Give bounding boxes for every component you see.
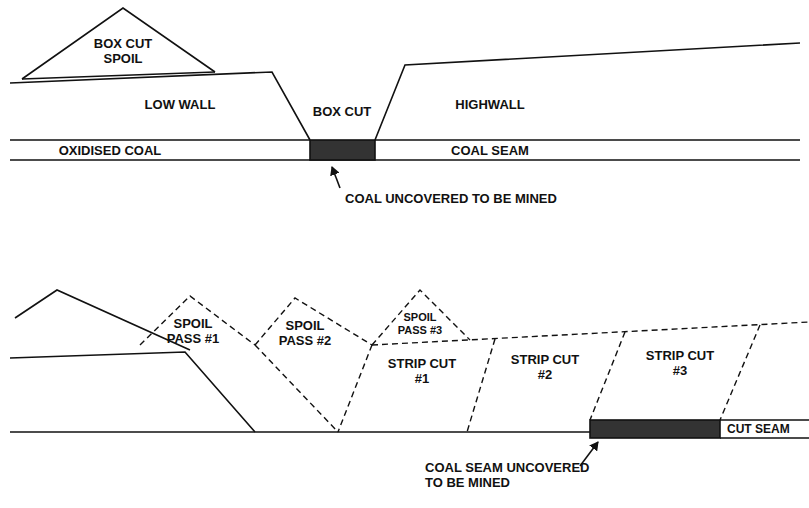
strip-boundary (720, 325, 760, 420)
leader-arrow (332, 167, 340, 188)
pit-floor (10, 431, 590, 433)
strip-boundary (467, 339, 495, 432)
spoil-pass-outline (140, 296, 255, 345)
region-label: COAL SEAM (451, 143, 529, 158)
coal-uncovered (590, 420, 720, 438)
low-wall (10, 352, 255, 432)
spoil-pile (22, 8, 215, 79)
region-label: STRIP CUT #1 (384, 356, 460, 386)
low-wall (10, 72, 310, 140)
region-label: BOX CUT (313, 104, 372, 119)
spoil-pile (15, 290, 190, 350)
strip-boundary (590, 332, 625, 420)
region-label: CUT SEAM (727, 422, 790, 436)
strip-boundary (338, 345, 372, 432)
coal-uncovered (310, 140, 375, 160)
highwall (375, 43, 800, 140)
seam-top (10, 139, 800, 141)
seam-bottom (10, 159, 800, 161)
region-label: SPOIL PASS #3 (396, 311, 444, 337)
region-label: STRIP CUT #2 (507, 352, 583, 382)
region-label: STRIP CUT #3 (642, 348, 718, 378)
region-label: LOW WALL (145, 97, 216, 112)
region-label: OXIDISED COAL (59, 143, 162, 158)
region-label: COAL SEAM UNCOVERED TO BE MINED (425, 460, 590, 490)
seam-lines (720, 420, 809, 438)
spoil-pass-outline (255, 345, 338, 432)
region-label: COAL UNCOVERED TO BE MINED (345, 191, 557, 206)
region-label: SPOIL PASS #2 (276, 318, 334, 348)
spoil-pass-outline (372, 290, 470, 345)
region-label: BOX CUT SPOIL (88, 36, 158, 66)
region-label: HIGHWALL (455, 97, 524, 112)
region-label: SPOIL PASS #1 (164, 316, 222, 346)
